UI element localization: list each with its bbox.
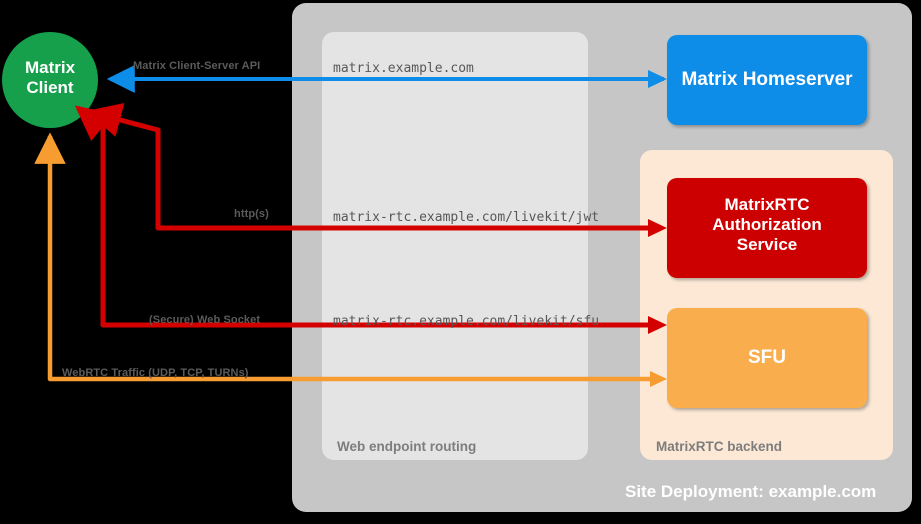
connector-webrtc-traffic <box>34 132 660 382</box>
node-matrix-homeserver[interactable] <box>667 35 867 125</box>
node-sfu[interactable] <box>667 308 867 408</box>
zone-web-endpoint-routing <box>322 32 588 460</box>
arrowhead-into-authorization-service <box>648 219 667 237</box>
connector-authorization-http <box>86 103 660 231</box>
protocol-label-sfu-websocket: (Secure) Web Socket <box>149 314 261 326</box>
node-matrix-client[interactable] <box>2 32 98 128</box>
endpoint-label-livekit-sfu: matrix-rtc.example.com/livekit/sfu <box>333 314 600 329</box>
endpoint-label-matrix-example-com: matrix.example.com <box>333 61 474 76</box>
protocol-label-webrtc-traffic: WebRTC Traffic (UDP, TCP, TURNs) <box>62 367 249 379</box>
protocol-label-authorization-http: http(s) <box>234 208 269 220</box>
connector-sfu-websocket <box>74 105 660 328</box>
node-label-sfu: SFU <box>748 347 786 368</box>
protocol-label-client-server-api: Matrix Client-Server API <box>133 60 261 72</box>
node-label-matrix-client: Matrix Client <box>24 58 76 98</box>
zone-label-matrixrtc-backend: MatrixRTC backend <box>656 439 783 454</box>
arrowhead-into-sfu-ws <box>648 316 667 334</box>
node-matrixrtc-authorization-service[interactable] <box>667 178 867 278</box>
node-label-matrix-homeserver: Matrix Homeserver <box>681 69 853 90</box>
endpoint-label-livekit-jwt: matrix-rtc.example.com/livekit/jwt <box>333 210 600 225</box>
zone-label-site-deployment: Site Deployment: example.com <box>625 482 877 501</box>
arrowhead-into-sfu-webrtc <box>650 371 667 387</box>
zone-label-web-endpoint-routing: Web endpoint routing <box>337 439 477 454</box>
node-label-matrixrtc-authorization-service: MatrixRTC Authorization Service <box>712 195 822 255</box>
arrowhead-into-homeserver <box>648 70 667 88</box>
